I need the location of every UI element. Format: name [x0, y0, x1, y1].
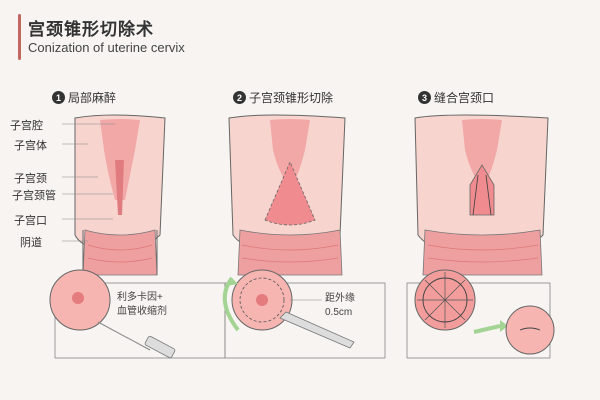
rotation-arrowhead-icon — [226, 278, 238, 286]
label-uterine-body: 子宫体 — [14, 140, 47, 152]
anesthesia-note-line1: 利多卡因+ — [117, 292, 163, 303]
step-2-heading: 2 子宫颈锥形切除 — [233, 89, 333, 106]
syringe-icon — [144, 335, 176, 359]
anesthesia-note-line2: 血管收缩剂 — [117, 306, 167, 317]
step-2-label: 子宫颈锥形切除 — [249, 91, 334, 105]
closed-os-view — [505, 305, 555, 355]
margin-note: 距外缘 0.5cm — [325, 292, 355, 320]
title-accent-bar — [18, 14, 21, 60]
label-cervix: 子宫颈 — [14, 173, 47, 185]
label-uterine-cavity: 子宫腔 — [10, 120, 43, 132]
step-1-heading: 1 局部麻醉 — [52, 89, 116, 106]
label-vagina: 阴道 — [20, 237, 42, 249]
result-arrowhead-icon — [500, 320, 508, 332]
anesthesia-note: 利多卡因+ 血管收缩剂 — [117, 291, 167, 319]
label-cervical-canal: 子宫颈管 — [12, 190, 56, 202]
needle-icon — [97, 321, 151, 351]
scalpel-icon — [279, 311, 355, 349]
step-2-number: 2 — [233, 91, 246, 104]
uterus-panel-1 — [74, 114, 166, 276]
suture-cross-lines — [417, 272, 473, 328]
closed-os-line — [519, 327, 541, 331]
cone-excision — [264, 160, 316, 226]
margin-note-line1: 距外缘 — [325, 293, 355, 304]
uterus-panel-3 — [414, 114, 549, 276]
step-3-heading: 3 缝合宫颈口 — [418, 89, 494, 106]
os-spot-1 — [72, 292, 84, 304]
suture-right — [485, 174, 492, 216]
page-title: 宫颈锥形切除术 — [28, 20, 154, 39]
excision-margin-circle — [239, 277, 285, 323]
step-3-number: 3 — [418, 91, 431, 104]
step-1-label: 局部麻醉 — [68, 91, 117, 105]
anatomy-leader-lines — [62, 123, 115, 242]
suture-left — [472, 174, 479, 216]
margin-note-line2: 0.5cm — [325, 307, 353, 318]
suture-ring — [422, 277, 468, 323]
page-subtitle: Conization of uterine cervix — [28, 40, 185, 55]
step-3-label: 缝合宫颈口 — [434, 91, 495, 105]
step-1-number: 1 — [52, 91, 65, 104]
result-arrow-icon — [473, 324, 501, 334]
excision-inset-frame — [224, 282, 386, 359]
uterus-panel-2 — [228, 114, 346, 276]
os-spot-2 — [256, 294, 268, 306]
label-cervical-os: 子宫口 — [14, 215, 47, 227]
